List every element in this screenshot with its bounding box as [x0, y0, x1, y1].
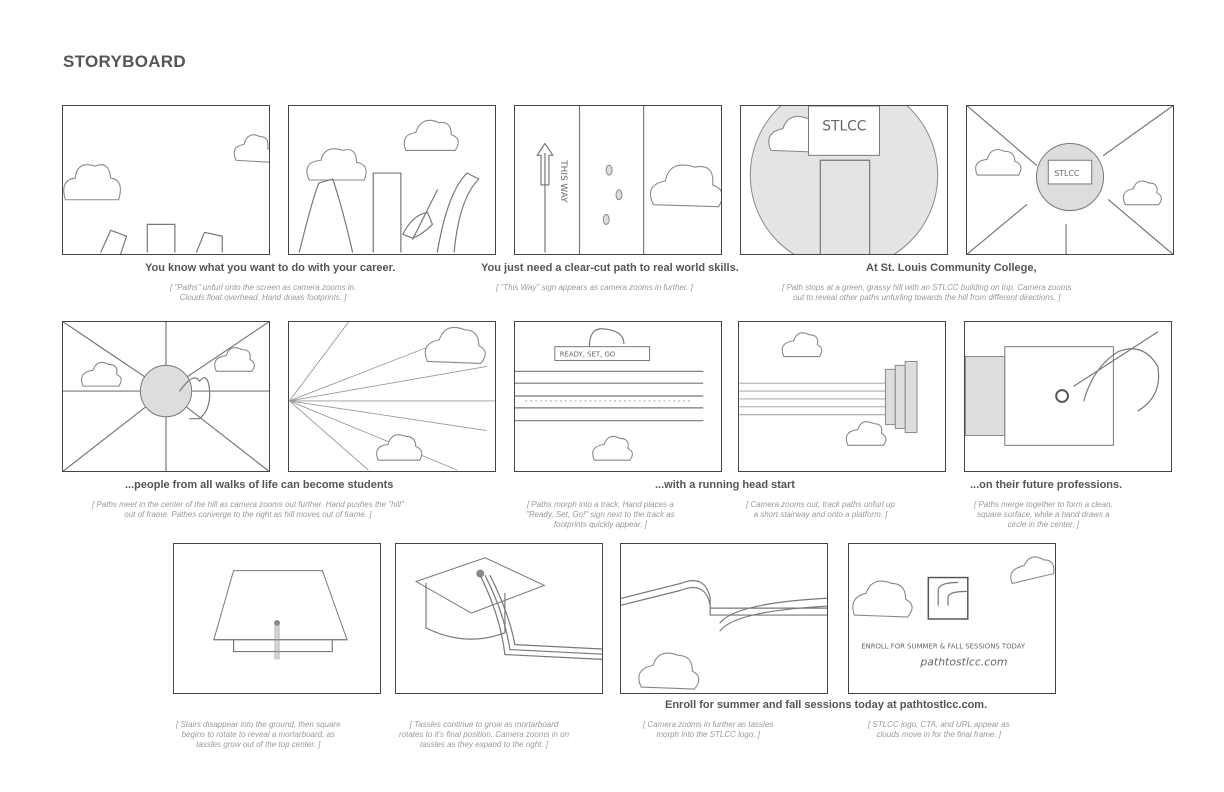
stlcc-building-label: STLCC [1054, 169, 1080, 178]
storyboard-frame-7 [288, 321, 496, 472]
note-frame-10: [ Paths merge together to form a clean,s… [974, 500, 1113, 529]
cloud-icon [214, 347, 255, 372]
note-frame-9: [ Camera zooms out, track paths unfurl u… [746, 500, 895, 519]
caption-row1-b: You just need a clear-cut path to real w… [481, 262, 739, 274]
cloud-icon [233, 134, 269, 163]
storyboard-frame-6 [62, 321, 270, 472]
hill-icon [139, 364, 193, 418]
caption-row2-c: ...on their future professions. [970, 479, 1123, 491]
storyboard-frame-4: STLCC [740, 105, 948, 255]
storyboard-frame-12 [395, 543, 603, 694]
cloud-icon [63, 164, 121, 201]
this-way-sign-text: THIS WAY [558, 159, 568, 203]
cloud-icon [80, 361, 122, 387]
note-frame-11: [ Stairs disappear into the ground, then… [176, 720, 341, 749]
hand-icon [588, 328, 625, 348]
note-frame-12: [ Tassles continue to grow as mortarboar… [399, 720, 570, 749]
storyboard-frame-2 [288, 105, 496, 255]
cloud-icon [1122, 180, 1162, 206]
note-frame-1-2: [ "Paths" unfurl onto the screen as came… [170, 283, 357, 302]
cloud-icon [424, 327, 486, 364]
stairway-icon [965, 356, 1006, 436]
cloud-icon [638, 652, 700, 690]
cloud-icon [306, 148, 367, 181]
cloud-icon [852, 580, 913, 618]
caption-row1-c: At St. Louis Community College, [866, 262, 1037, 274]
caption-row3: Enroll for summer and fall sessions toda… [665, 699, 988, 711]
hand-icon [402, 189, 438, 240]
ready-set-go-sign-icon [554, 346, 651, 361]
enroll-cta-text: ENROLL FOR SUMMER & FALL SESSIONS TODAY [861, 643, 1026, 651]
cloud-icon [845, 421, 887, 446]
stlcc-building-label: STLCC [822, 119, 866, 135]
ready-set-go-sign-text: READY, SET, GO [560, 351, 616, 359]
storyboard-frame-14: ENROLL FOR SUMMER & FALL SESSIONS TODAY … [848, 543, 1056, 694]
note-frame-4-5: [ Path stops at a green, grassy hill wit… [782, 283, 1072, 302]
note-frame-6-7: [ Paths meet in the center of the hill a… [92, 500, 404, 519]
note-frame-8: [ Paths morph into a track. Hand places … [526, 500, 675, 529]
storyboard-frame-5: STLCC [966, 105, 1174, 255]
storyboard-frame-13 [620, 543, 828, 694]
storyboard-frame-9 [738, 321, 946, 472]
caption-row1-a: You know what you want to do with your c… [145, 262, 396, 274]
hand-icon [179, 377, 211, 420]
cloud-icon [975, 149, 1022, 176]
note-frame-3: [ "This Way" sign appears as camera zoom… [496, 283, 693, 292]
cloud-icon [650, 164, 721, 208]
mortarboard-icon [414, 557, 602, 660]
storyboard-frame-10 [964, 321, 1172, 472]
page-title: STORYBOARD [63, 52, 186, 71]
storyboard-frame-11 [173, 543, 381, 694]
this-way-sign-icon [536, 142, 554, 253]
storyboard-frame-3: THIS WAY [514, 105, 722, 255]
cloud-icon [376, 434, 423, 461]
cloud-icon [403, 119, 459, 151]
caption-row2-a: ...people from all walks of life can bec… [125, 479, 394, 491]
cloud-icon [592, 435, 633, 461]
footprint-icon [602, 164, 623, 225]
mortarboard-icon [213, 570, 348, 660]
hand-icon [1073, 331, 1160, 412]
storyboard-frame-1 [62, 105, 270, 255]
storyboard-frame-8: READY, SET, GO [514, 321, 722, 472]
cloud-icon [781, 332, 823, 358]
stlcc-logo-icon [927, 576, 969, 620]
stairway-icon [884, 360, 918, 434]
stlcc-building-icon [807, 106, 881, 156]
cloud-icon [1010, 556, 1055, 585]
caption-row2-b: ...with a running head start [655, 479, 795, 491]
url-text: pathtostlcc.com [919, 655, 1007, 668]
